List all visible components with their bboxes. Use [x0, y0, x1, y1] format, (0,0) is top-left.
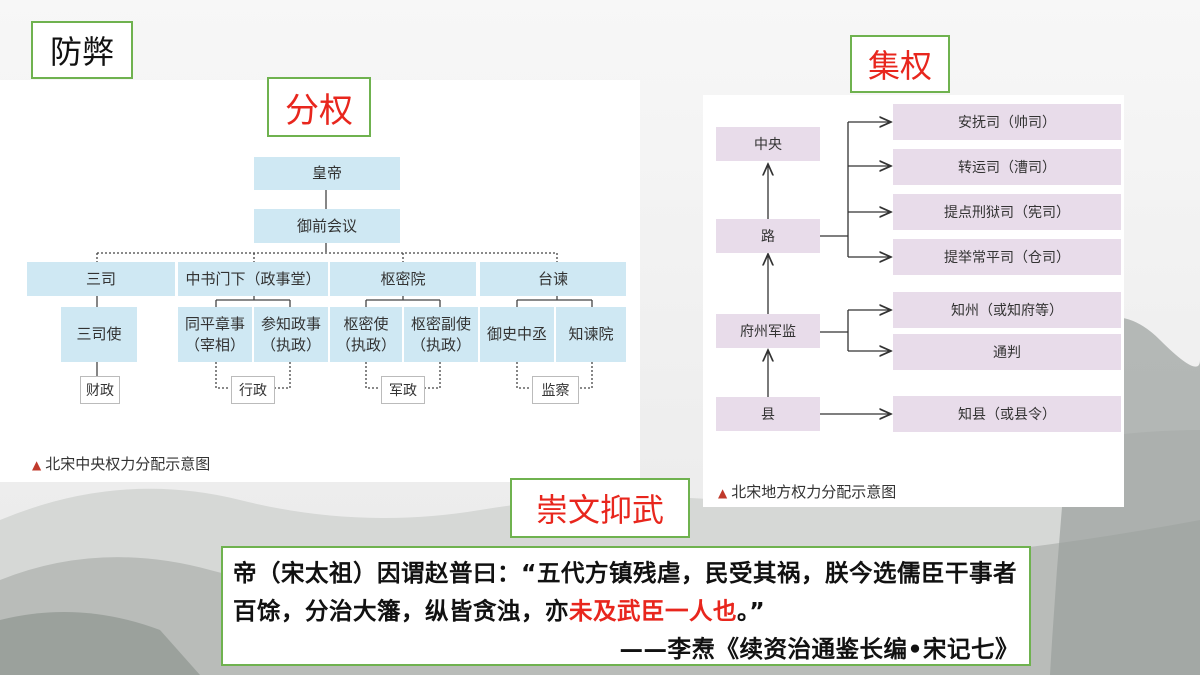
function-supervision: 监察 [532, 376, 579, 404]
label-fenquan: 分权 [267, 77, 371, 137]
box-tongpingzhangshi: 同平章事 （宰相） [178, 307, 252, 362]
canzhi-line1: 参知政事 [260, 315, 321, 334]
central-caption: ▲北宋中央权力分配示意图 [32, 453, 210, 474]
box-anfusi: 安抚司（帅司） [893, 104, 1121, 140]
canzhi-line2: （执政） [260, 335, 321, 354]
label-fangbi: 防弊 [31, 21, 133, 79]
box-tijuchangpingsi: 提举常平司（仓司） [893, 239, 1121, 275]
box-imperial-council: 御前会议 [254, 209, 400, 243]
function-finance: 财政 [80, 376, 120, 404]
shumifu-line2: （执政） [410, 335, 471, 354]
box-tidianxingyusi: 提点刑狱司（宪司） [893, 194, 1121, 230]
historical-quote: 帝（宋太祖）因谓赵普曰：“五代方镇残虐，民受其祸，朕今选儒臣干事者百馀，分治大籓… [221, 546, 1031, 666]
box-zhixian: 知县（或县令） [893, 396, 1121, 432]
shumifu-line1: 枢密副使 [410, 315, 471, 334]
quote-end: 。” [737, 597, 766, 625]
quote-source: ——李焘《续资治通鉴长编•宋记七》 [619, 635, 1019, 663]
box-fuzhoujunjian: 府州军监 [716, 314, 820, 348]
triangle-icon: ▲ [718, 486, 728, 500]
box-shumishi: 枢密使 （执政） [330, 307, 402, 362]
box-emperor: 皇帝 [254, 157, 400, 190]
function-military: 军政 [381, 376, 425, 404]
box-shumiyuan: 枢密院 [330, 262, 476, 296]
quote-highlight: 未及武臣一人也 [569, 597, 737, 625]
box-taijian: 台谏 [480, 262, 626, 296]
box-tongpan: 通判 [893, 334, 1121, 370]
box-zhijianyuan: 知谏院 [556, 307, 626, 362]
label-jiquan: 集权 [850, 35, 950, 93]
shumi-line2: （执政） [335, 335, 396, 354]
box-yushizhongcheng: 御史中丞 [480, 307, 554, 362]
box-lu: 路 [716, 219, 820, 253]
tongping-line1: 同平章事 [184, 315, 245, 334]
box-canzhizhengshi: 参知政事 （执政） [254, 307, 328, 362]
box-zhuanyunsi: 转运司（漕司） [893, 149, 1121, 185]
central-caption-text: 北宋中央权力分配示意图 [45, 455, 211, 473]
quote-text: 帝（宋太祖）因谓赵普曰：“五代方镇残虐，民受其祸，朕今选儒臣干事者百馀，分治大籓… [233, 559, 1017, 625]
local-caption: ▲北宋地方权力分配示意图 [718, 481, 896, 502]
box-zhizhou: 知州（或知府等） [893, 292, 1121, 328]
box-sansi: 三司 [27, 262, 175, 296]
box-sansi-shi: 三司使 [61, 307, 137, 362]
box-zhongshumenxia: 中书门下（政事堂） [178, 262, 328, 296]
local-caption-text: 北宋地方权力分配示意图 [731, 483, 897, 501]
box-xian: 县 [716, 397, 820, 431]
box-shumifushi: 枢密副使 （执政） [404, 307, 478, 362]
box-central-court: 中央 [716, 127, 820, 161]
function-administration: 行政 [231, 376, 275, 404]
triangle-icon: ▲ [32, 458, 42, 472]
shumi-line1: 枢密使 [343, 315, 389, 334]
tongping-line2: （宰相） [184, 335, 245, 354]
label-chongwenyiwu: 崇文抑武 [510, 478, 690, 538]
